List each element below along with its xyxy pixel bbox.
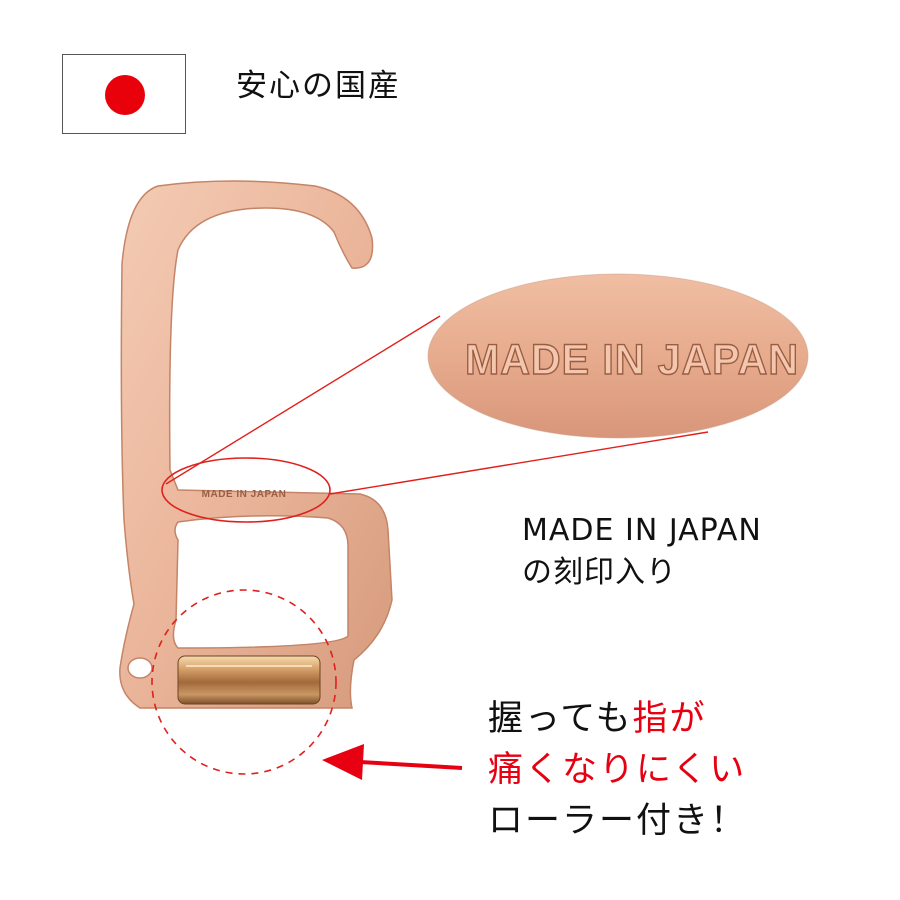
- roller-caption-line2: 痛くなりにくい: [488, 750, 747, 790]
- japan-flag-icon: [62, 54, 186, 134]
- engraving-highlight: [161, 457, 331, 523]
- roller-caption: 握っても指が 痛くなりにくい ローラー付き！: [488, 694, 747, 847]
- roller-caption-line1-accent: 指が: [632, 699, 707, 739]
- callout-line-bottom: [329, 431, 709, 495]
- callout-line-top: [165, 315, 441, 485]
- stamp-caption: MADE IN JAPAN の刻印入り: [522, 510, 762, 594]
- roller-caption-line3: ローラー付き！: [488, 801, 748, 841]
- carabiner-body: [119, 180, 393, 709]
- page-title: 安心の国産: [236, 68, 401, 104]
- roller-caption-line1: 握っても指が: [488, 694, 747, 745]
- roller-caption-line1-part1: 握っても: [488, 699, 633, 739]
- roller-highlight: [151, 589, 337, 775]
- small-engraving: MADE IN JAPAN: [202, 489, 287, 500]
- red-arrow-icon: [322, 744, 463, 780]
- stamp-caption-line1: MADE IN JAPAN: [522, 513, 762, 548]
- stamp-caption-line2: の刻印入り: [522, 555, 677, 590]
- roller: [177, 655, 321, 705]
- flag-red-circle: [105, 75, 145, 115]
- zoom-engraving: MADE IN JAPAN: [465, 336, 799, 384]
- zoom-oval: [428, 274, 808, 438]
